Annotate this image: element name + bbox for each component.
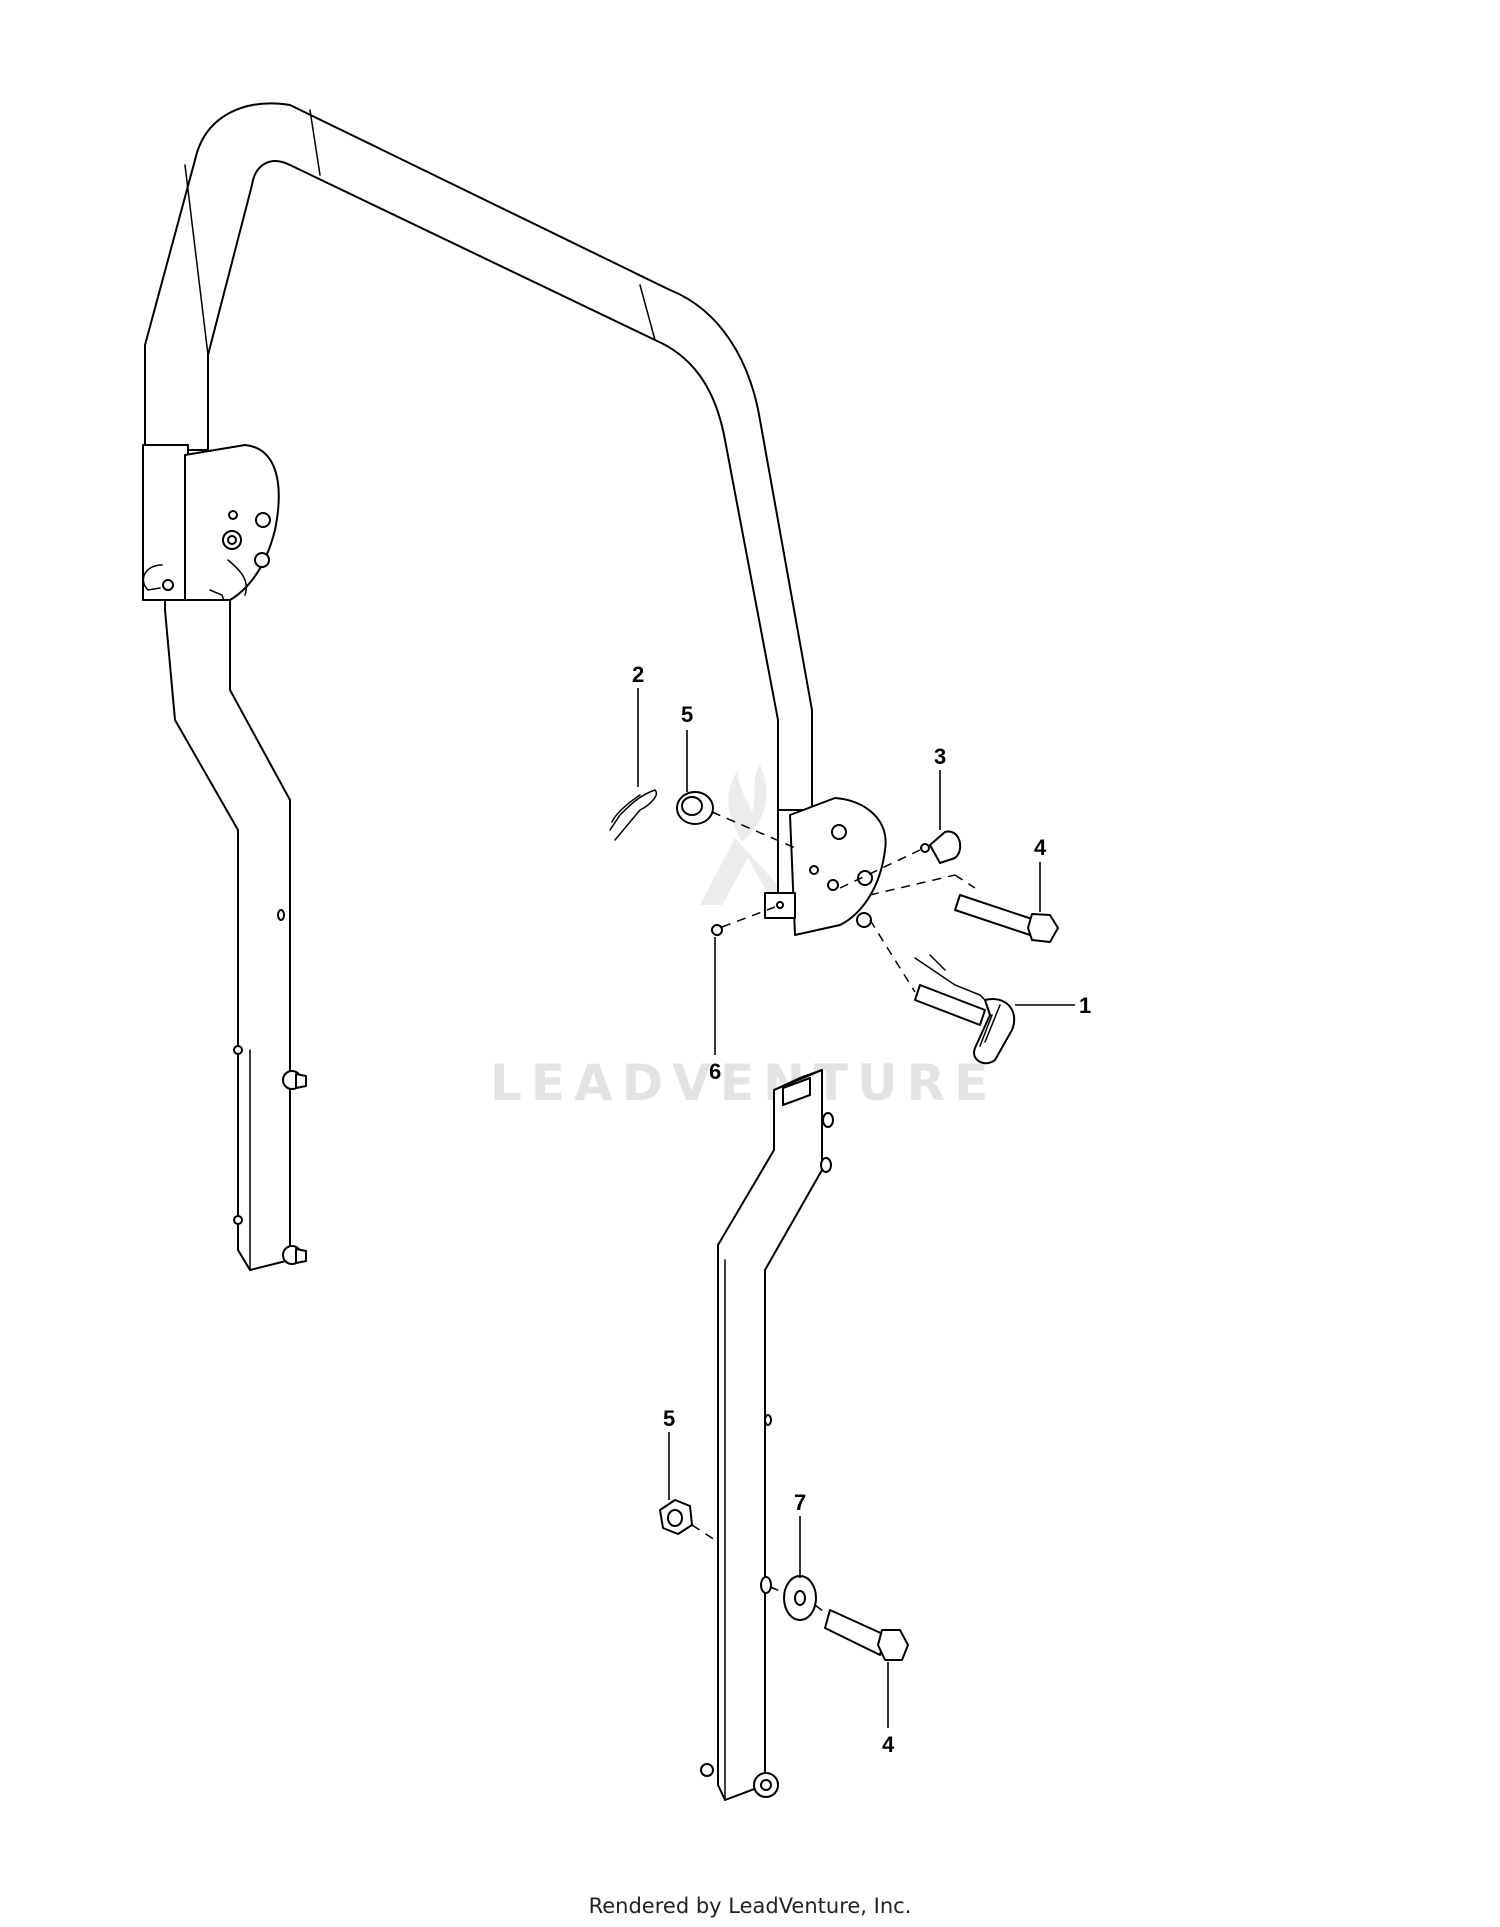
left-lower-leg: [164, 599, 307, 1271]
callout-1: 1: [1079, 993, 1091, 1018]
left-pivot-bracket: [142, 444, 280, 611]
callout-3: 3: [934, 744, 946, 769]
flange-nut-lower: [659, 1499, 693, 1535]
bolt-lower: [824, 1609, 909, 1661]
bolt-upper: [954, 894, 1059, 943]
footer-credit: Rendered by LeadVenture, Inc.: [588, 1894, 912, 1918]
leader-lines: [637, 688, 1075, 1728]
callout-4-upper: 4: [1034, 835, 1047, 860]
lynch-pin: [914, 954, 1015, 1065]
callout-4-lower: 4: [882, 1732, 895, 1757]
bumper: [920, 830, 962, 864]
roll-bar-hoop: [144, 102, 813, 811]
callout-labels: 1 2 3 4 4 5 5 6 7: [632, 662, 1091, 1757]
assembly-dash-lines: [691, 811, 976, 1616]
leadventure-watermark-logo: LEADVENTURE: [490, 765, 997, 1112]
callout-5-upper: 5: [681, 702, 693, 727]
callout-5-lower: 5: [663, 1406, 675, 1431]
right-pivot-bracket: [764, 797, 887, 936]
watermark-text: LEADVENTURE: [490, 1054, 997, 1112]
small-nut: [711, 924, 723, 936]
hairpin-clip: [609, 789, 657, 841]
callout-6: 6: [709, 1059, 721, 1084]
callout-7: 7: [794, 1490, 806, 1515]
right-lower-leg: [700, 1069, 834, 1801]
washer: [783, 1575, 817, 1621]
callout-2: 2: [632, 662, 644, 687]
flange-nut-upper: [676, 791, 714, 825]
